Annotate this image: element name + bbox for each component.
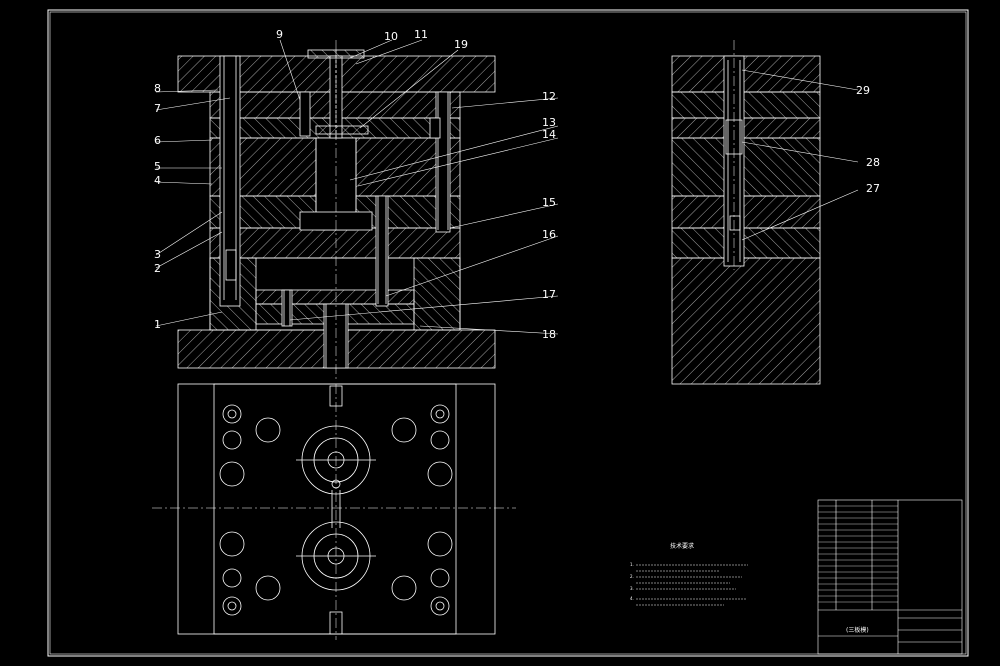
main-section-view [177,40,496,380]
part-label-14: 14 [542,128,556,141]
inner-frame [49,11,967,655]
side-section-view [671,40,821,385]
part-label-29: 29 [856,84,870,97]
part-label-11: 11 [414,28,428,41]
part-label-19: 19 [454,38,468,51]
part-label-27: 27 [866,182,880,195]
part-label-5: 5 [154,160,161,173]
part-label-18: 18 [542,328,556,341]
drawing-name: (三板模) [846,626,869,634]
outer-frame [47,9,969,657]
part-label-28: 28 [866,156,880,169]
part-label-10: 10 [384,30,398,43]
notes-title: 技术要求 [670,542,694,550]
leader-lines [155,39,859,335]
title-block [817,499,963,655]
part-label-13: 13 [542,116,556,129]
note-3: 3. [630,586,634,591]
note-2: 2. [630,574,634,579]
technical-notes: 技术要求 1. 2. 3. 4. [630,542,748,606]
part-label-16: 16 [542,228,556,241]
part-label-15: 15 [542,196,556,209]
note-4: 4. [630,596,634,601]
part-label-4: 4 [154,174,161,187]
part-label-2: 2 [154,262,161,275]
part-label-12: 12 [542,90,556,103]
plan-view [152,383,516,640]
part-label-17: 17 [542,288,556,301]
part-label-1: 1 [154,318,161,331]
note-1: 1. [630,562,634,567]
part-labels: 8 7 6 5 4 3 2 1 9 10 11 19 12 13 14 15 1… [154,28,880,341]
title-block-rows [818,505,898,603]
part-label-7: 7 [154,102,161,115]
part-label-6: 6 [154,134,161,147]
part-label-8: 8 [154,82,161,95]
part-label-3: 3 [154,248,161,261]
part-label-9: 9 [276,28,283,41]
